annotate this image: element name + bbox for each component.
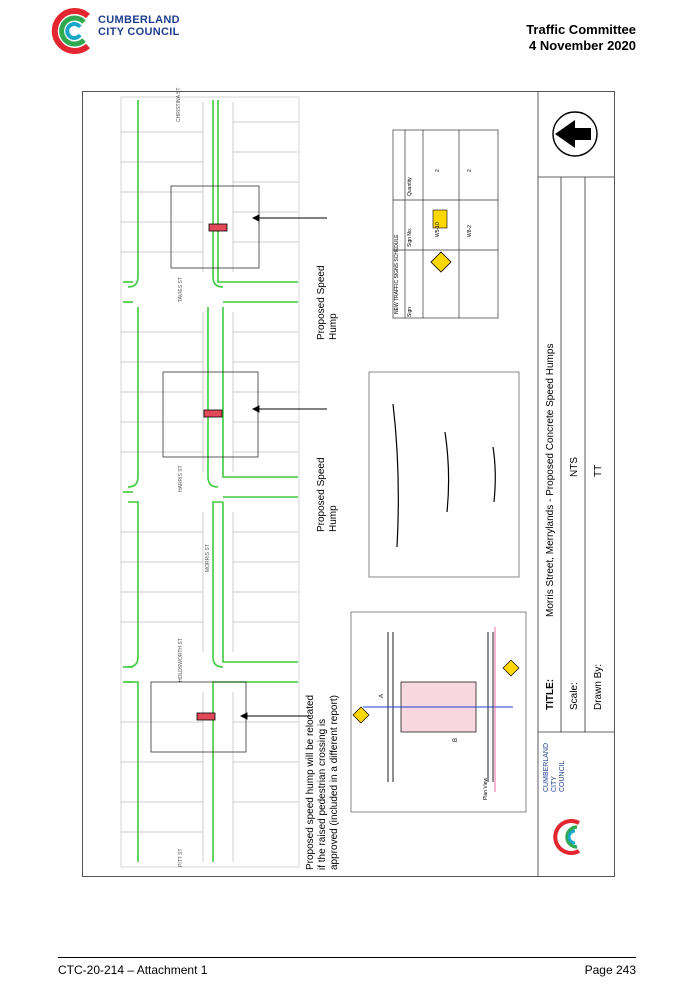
title-label: TITLE: (545, 678, 556, 710)
sign-row2-qty: 2 (467, 169, 473, 172)
sign-table-header-no: Sign No. (407, 227, 413, 247)
section-a-label: A (379, 693, 385, 698)
street-name-main: MORRIS ST (205, 544, 211, 572)
meeting-date: 4 November 2020 (529, 38, 636, 53)
sign-row1-no: W5-10 (435, 222, 441, 237)
section-detail-box (368, 371, 520, 578)
org-line1: CUMBERLAND (98, 14, 180, 26)
street-name-bottom: PITT ST (178, 848, 184, 867)
street-name-2: TAVIES ST (178, 277, 184, 302)
title-block-logo-icon (553, 819, 580, 855)
committee-title: Traffic Committee (526, 22, 636, 37)
council-logo-icon (51, 8, 90, 54)
warning-sign-icon (430, 251, 452, 273)
speed-hump-3 (196, 712, 216, 721)
label-hump-top: Proposed Speed Hump (316, 265, 339, 340)
sign-icons (430, 209, 452, 273)
section-b-label: B (453, 737, 459, 742)
sign-table-title: NEW TRAFFIC SIGNS SCHEDULE (394, 234, 400, 314)
label-hump-bottom: Proposed speed hump will be relocated if… (305, 694, 340, 870)
speed-humps (196, 223, 228, 721)
speed-hump-2 (203, 409, 223, 418)
street-name-4: HOLDSWORTH ST (178, 638, 184, 682)
footer-divider (58, 957, 636, 958)
plan-warning-sign-2-icon (352, 706, 370, 724)
scale-label: Scale: (569, 682, 580, 710)
sign-row1-qty: 2 (435, 169, 441, 172)
footer-page-number: Page 243 (584, 963, 636, 977)
sign-table-header-qty: Quantity (407, 177, 413, 196)
label-hump-mid: Proposed Speed Hump (316, 457, 339, 532)
drawn-by-value: TT (593, 464, 604, 477)
drawing-sheet: Proposed Speed Hump Proposed Speed Hump … (82, 87, 615, 877)
speed-hump-1 (208, 223, 228, 232)
sign-table-header-sign: Sign (407, 306, 413, 317)
drawn-by-label: Drawn By: (593, 663, 604, 710)
scale-value: NTS (569, 457, 580, 477)
org-line2: CITY COUNCIL (98, 26, 180, 38)
callout-arrows (239, 214, 327, 720)
street-name-3: HARRIS ST (178, 465, 184, 492)
logo-text: CUMBERLAND CITY COUNCIL (98, 14, 180, 38)
council-logo (48, 6, 198, 56)
footer-reference: CTC-20-214 – Attachment 1 (58, 963, 208, 977)
sign-row2-no: W8-2 (467, 225, 473, 237)
plan-frame (120, 96, 300, 868)
advisory-speed-sign-icon (432, 209, 448, 229)
title-block-frame (537, 92, 614, 876)
title-value: Morris Street, Merrylands - Proposed Con… (545, 343, 556, 617)
plan-warning-sign-icon (502, 659, 520, 677)
plan-view-label: Plan View (483, 777, 489, 800)
site-plan (120, 92, 614, 876)
section-profiles (392, 403, 496, 548)
street-name-top: CHRISTINA ST (176, 87, 182, 122)
title-block-org: CUMBERLAND CITY COUNCIL (543, 742, 566, 792)
north-arrow-icon (552, 111, 598, 157)
